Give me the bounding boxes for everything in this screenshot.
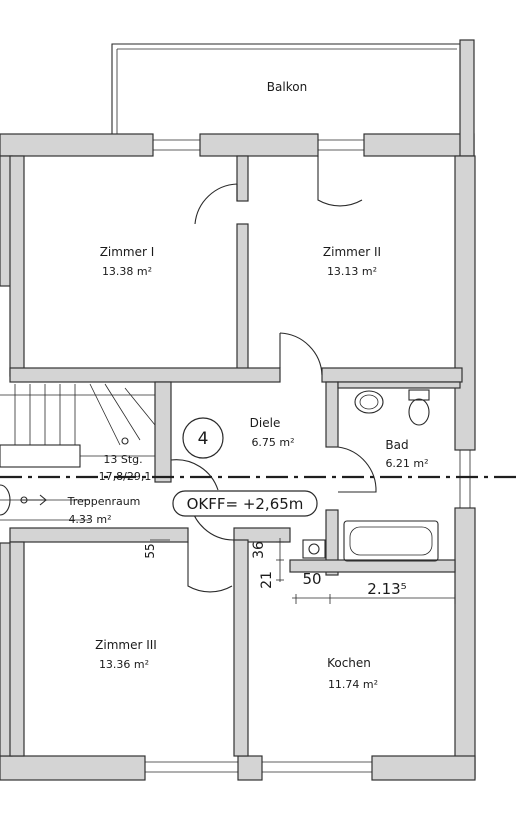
balkon-label: Balkon xyxy=(267,80,307,94)
dim-36: 36 xyxy=(251,541,267,559)
level-mark-box xyxy=(172,490,318,517)
diele-area: 6.75 m² xyxy=(251,436,294,449)
zimmer2-name: Zimmer II xyxy=(323,245,381,259)
zimmer2-area: 13.13 m² xyxy=(327,265,377,278)
stair-rise: 17,8/29,1 xyxy=(99,470,152,483)
treppenraum-name: Treppenraum xyxy=(67,495,141,508)
treppenraum-area: 4.33 m² xyxy=(68,513,111,526)
kochen-area: 11.74 m² xyxy=(328,678,378,691)
level-mark: OKFF= +2,65m xyxy=(187,495,304,513)
zimmer1-area: 13.38 m² xyxy=(102,265,152,278)
dim-2135: 2.13⁵ xyxy=(367,580,406,598)
bad-area: 6.21 m² xyxy=(385,457,428,470)
stair-steps: 13 Stg. xyxy=(103,453,142,466)
dimension-lines xyxy=(150,538,456,604)
kochen-name: Kochen xyxy=(327,656,371,670)
unit-number-circle xyxy=(182,417,224,459)
zimmer3-name: Zimmer III xyxy=(95,638,157,652)
unit-number: 4 xyxy=(198,429,209,449)
windows xyxy=(145,139,471,773)
bathroom-fixtures xyxy=(302,389,439,562)
walls xyxy=(0,39,476,781)
bad-name: Bad xyxy=(385,438,408,452)
door-swings xyxy=(170,156,377,593)
dim-21: 21 xyxy=(259,571,275,589)
staircase xyxy=(0,383,156,521)
dim-50: 50 xyxy=(302,570,321,588)
zimmer3-area: 13.36 m² xyxy=(99,658,149,671)
dim-55: 55 xyxy=(143,543,157,558)
zimmer1-name: Zimmer I xyxy=(100,245,155,259)
diele-name: Diele xyxy=(250,416,281,430)
